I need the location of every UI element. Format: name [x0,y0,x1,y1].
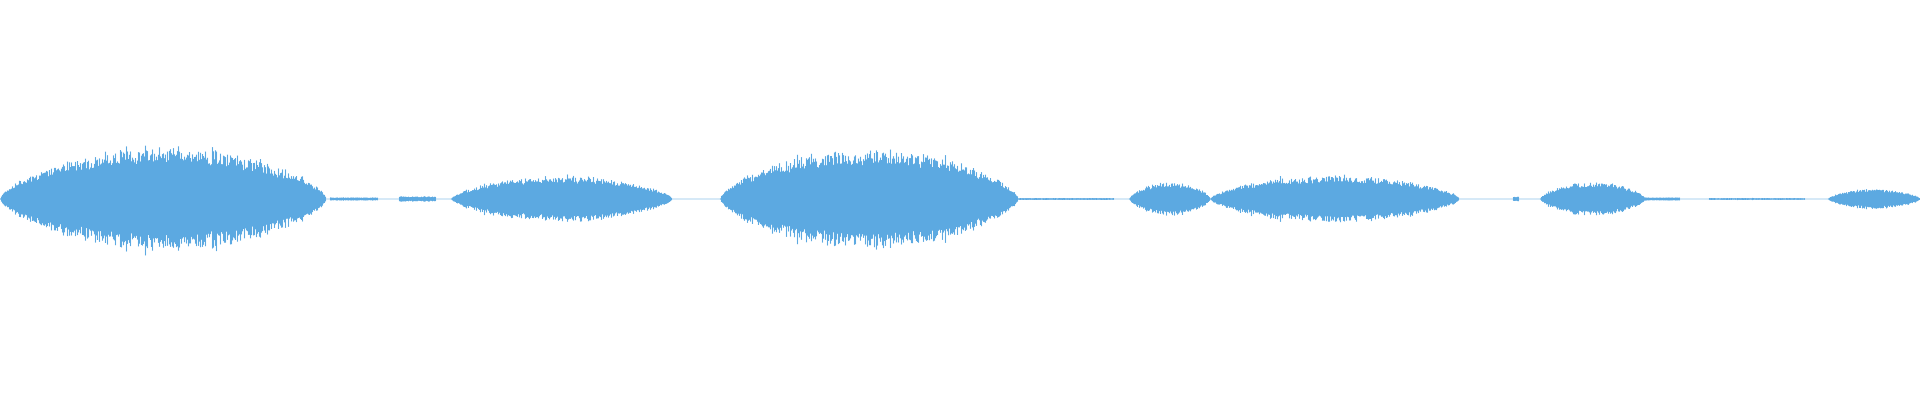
waveform-bars [0,145,1920,256]
